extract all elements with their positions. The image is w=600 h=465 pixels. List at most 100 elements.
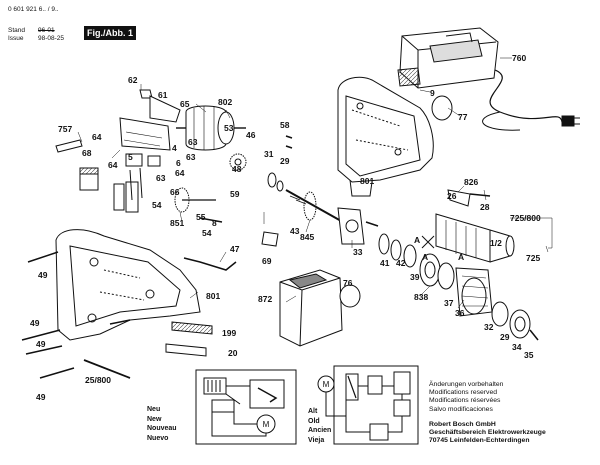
- part-number-label: 26: [447, 191, 457, 201]
- part-number-label: 760: [512, 53, 526, 63]
- change-notice-fr: Modifications réservées: [429, 397, 501, 405]
- washer-31: [267, 172, 277, 188]
- part-number-label: 66: [170, 187, 180, 197]
- manufacturer-address: 70745 Leinfelden-Echterdingen: [429, 437, 530, 445]
- clutch-43: [337, 207, 379, 245]
- switch-assembly: [113, 89, 181, 213]
- battery-charger: [399, 27, 580, 131]
- manufacturer-block: Robert Bosch GmbH Geschäftsbereich Elekt…: [429, 421, 546, 446]
- legend-new-fr: Nouveau: [147, 425, 177, 432]
- part-number-label: 199: [222, 328, 236, 338]
- side-handle-47: [183, 257, 237, 271]
- ring-29: [276, 180, 284, 192]
- part-number-label: 64: [175, 168, 185, 178]
- switch-schematic-old: M: [317, 365, 419, 445]
- part-number-label: 65: [180, 99, 190, 109]
- ring-42: [390, 239, 402, 261]
- part-number-label: 62: [128, 75, 138, 85]
- battery-pack: [279, 269, 343, 347]
- label-plate: [397, 67, 421, 87]
- battery-cap-disk: [431, 95, 453, 121]
- legend-new-de: Neu: [147, 406, 161, 413]
- part-number-label: 851: [170, 218, 184, 228]
- part-number-label: 39: [410, 272, 420, 282]
- legend-new: Neu New Nouveau Nuevo: [147, 405, 177, 443]
- part-number-label: 801: [206, 291, 220, 301]
- type-plate-20: [165, 343, 207, 357]
- part-number-label: 69: [262, 256, 272, 266]
- part-number-label: 49: [38, 270, 48, 280]
- part-number-label: 32: [484, 322, 494, 332]
- legend-new-en: New: [147, 415, 162, 423]
- stand-date: 96-01: [38, 27, 55, 34]
- spindle-gear-845: [285, 189, 351, 227]
- screw-35: [529, 329, 539, 341]
- battery-disk-76: [339, 284, 361, 308]
- ring-41: [378, 233, 390, 255]
- motor-symbol-new: M: [263, 420, 270, 429]
- part-number-label: 801: [360, 176, 374, 186]
- part-number-label: 68: [82, 148, 92, 158]
- change-notice-de: Änderungen vorbehalten: [429, 381, 504, 388]
- stand-label: Stand: [8, 27, 25, 34]
- part-number-label: 53: [224, 123, 234, 133]
- part-number-label: 63: [186, 152, 196, 162]
- screw-49b: [21, 329, 61, 341]
- legend-old-en: Old: [308, 417, 320, 425]
- part-number-label: 43: [290, 226, 300, 236]
- screw-49d: [39, 367, 75, 379]
- screw-25-800: [83, 359, 131, 379]
- part-number-label: A: [414, 235, 420, 245]
- part-number-label: 54: [202, 228, 212, 238]
- part-number-label: 838: [414, 292, 428, 302]
- part-number-label: 29: [280, 156, 290, 166]
- type-plate-199: [171, 321, 213, 335]
- part-number-label: 4: [172, 143, 177, 153]
- part-number-label: 54: [152, 200, 162, 210]
- part-number-label: 59: [230, 189, 240, 199]
- manufacturer-division: Geschäftsbereich Elektrowerkzeuge: [429, 429, 546, 437]
- part-number-label: 76: [343, 278, 353, 288]
- motor: [176, 105, 246, 151]
- drill-chuck: [435, 213, 515, 263]
- manufacturer-name: Robert Bosch GmbH: [429, 421, 496, 428]
- gearbox-838: [419, 253, 493, 317]
- part-number-label: A: [458, 252, 464, 262]
- motor-symbol-old: M: [323, 380, 330, 389]
- part-number-label: 55: [196, 212, 206, 222]
- issue-date: 98-08-25: [38, 35, 65, 42]
- part-number-label: 845: [300, 232, 314, 242]
- switch-schematic-new: M: [195, 369, 297, 445]
- part-number-label: 63: [188, 137, 198, 147]
- pin-55: [199, 217, 223, 223]
- part-number-label: 64: [108, 160, 118, 170]
- part-number-label: 9: [430, 88, 435, 98]
- legend-old-es: Vieja: [308, 436, 325, 444]
- part-number-label: 63: [156, 173, 166, 183]
- housing-half-right: [337, 76, 434, 197]
- part-number-label: 49: [36, 339, 46, 349]
- part-number-label: 36: [455, 308, 465, 318]
- part-number-label: 49: [30, 318, 40, 328]
- screw-49c: [25, 345, 63, 355]
- part-number-label: 34: [512, 342, 522, 352]
- flange-34: [509, 309, 531, 339]
- document-number: 0 601 921 6.. / 9..: [8, 6, 59, 13]
- part-number-label: 20: [228, 348, 238, 358]
- part-number-label: 37: [444, 298, 454, 308]
- figure-label: Fig./Abb. 1: [84, 26, 136, 40]
- screw-49a: [27, 251, 59, 263]
- part-number-label: 58: [280, 120, 290, 130]
- part-number-label: 49: [36, 392, 46, 402]
- part-number-label: 757: [58, 124, 72, 134]
- chuck-key: [447, 189, 471, 207]
- part-number-label: 61: [158, 90, 168, 100]
- change-notice-es: Salvo modificaciones: [429, 405, 493, 413]
- part-number-label: 802: [218, 97, 232, 107]
- part-number-label: 1/2: [490, 238, 502, 248]
- part-number-label: 47: [230, 244, 240, 254]
- change-notice: Änderungen vorbehalten Modifications res…: [429, 381, 503, 414]
- part-number-label: 41: [380, 258, 390, 268]
